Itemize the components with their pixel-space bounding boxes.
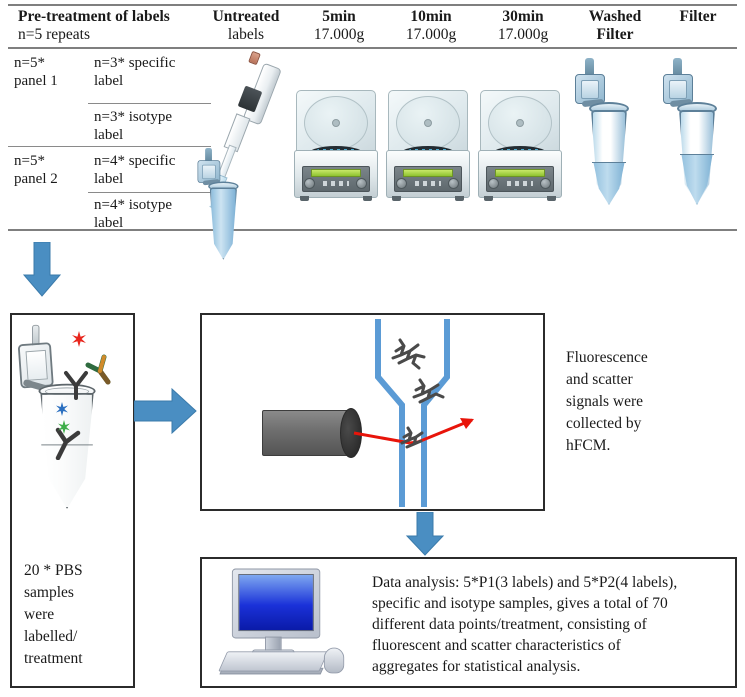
filter-tube-icon (661, 58, 719, 208)
cell-row-1: n=3* specific label (94, 55, 176, 89)
table-bottom-rule (8, 229, 737, 231)
aggregate-icon-2 (410, 378, 448, 413)
cell-row-3: n=4* specific label (94, 153, 176, 187)
antibody-icon-dark-1 (60, 368, 92, 400)
fluorophore-star-icon-red (70, 330, 88, 348)
eppendorf-tube-icon (196, 148, 240, 262)
arrow-down-icon-to-analysis (403, 512, 447, 556)
header-filter: Filter (679, 8, 717, 25)
arrow-right-icon-to-cytometry (134, 385, 198, 437)
header-10min: 10min 17.000g (405, 8, 457, 44)
fluorophore-star-icon-green (56, 419, 72, 435)
fluorophore-star-icon-blue (54, 401, 70, 417)
labelling-tube-icon (10, 323, 120, 516)
table-header-rule (8, 47, 737, 49)
row-sep-3 (88, 192, 211, 193)
arrow-down-icon-to-labelling (20, 242, 64, 298)
laser-beam-icon (353, 418, 474, 445)
cell-panel-2: n=5* panel 2 (14, 153, 58, 187)
centrifuge-icon-5min (290, 88, 382, 206)
filter-tube-icon-washed (573, 58, 631, 208)
labelling-panel-text: 20 * PBS samples were labelled/ treatmen… (24, 562, 83, 667)
cell-row-4: n=4* isotype label (94, 197, 173, 231)
analysis-panel-text: Data analysis: 5*P1(3 labels) and 5*P2(4… (372, 574, 678, 676)
pretreatment-table: Pre-treatment of labels n=5 repeats Untr… (0, 0, 745, 260)
antibody-icon-green (78, 349, 118, 387)
flow-channel-icon (375, 319, 450, 507)
header-untreated: Untreated labels (212, 8, 280, 44)
cell-row-2: n=3* isotype label (94, 109, 173, 143)
header-30min: 30min 17.000g (497, 8, 549, 44)
fluorescence-caption: Fluorescence and scatter signals were co… (566, 349, 648, 454)
row-sep-2 (8, 146, 211, 147)
header-5min: 5min 17.000g (313, 8, 365, 44)
row-sep-1 (88, 103, 211, 104)
aggregate-icon-1 (388, 337, 428, 376)
cytometry-panel (200, 313, 545, 511)
analysis-panel: Data analysis: 5*P1(3 labels) and 5*P2(4… (200, 557, 737, 688)
header-washed-filter: Washed Filter (588, 8, 642, 44)
table-top-rule (8, 4, 737, 6)
aggregate-icon-3 (398, 425, 428, 458)
centrifuge-icon-10min (382, 88, 474, 206)
centrifuge-icon-30min (474, 88, 566, 206)
labelling-panel: 20 * PBS samples were labelled/ treatmen… (10, 313, 135, 688)
laser-icon (262, 410, 350, 456)
antibody-icon-dark-2 (52, 420, 86, 460)
header-pretreatment: Pre-treatment of labels n=5 repeats (18, 8, 170, 44)
cell-panel-1: n=5* panel 1 (14, 55, 58, 89)
